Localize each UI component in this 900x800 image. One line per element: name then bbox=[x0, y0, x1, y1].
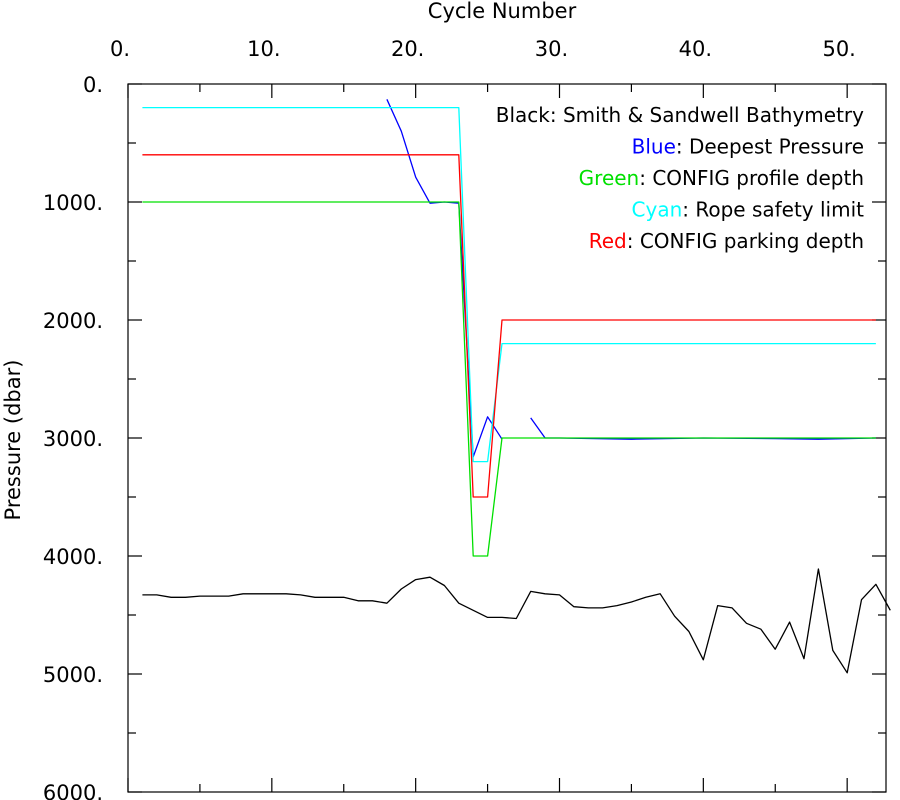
legend-description: : CONFIG parking depth bbox=[627, 229, 864, 253]
legend: Black: Smith & Sandwell BathymetryBlue: … bbox=[496, 103, 864, 253]
x-axis-title: Cycle Number bbox=[428, 0, 577, 23]
series-line bbox=[386, 99, 503, 458]
legend-color-word: Black bbox=[496, 103, 551, 127]
x-tick-label: 0. bbox=[110, 37, 130, 61]
axis-ticks bbox=[127, 83, 886, 793]
legend-entry: Blue: Deepest Pressure bbox=[632, 135, 864, 159]
y-tick-label: 5000. bbox=[43, 663, 103, 687]
legend-description: : CONFIG profile depth bbox=[639, 166, 864, 190]
legend-entry: Red: CONFIG parking depth bbox=[589, 229, 864, 253]
legend-description: : Smith & Sandwell Bathymetry bbox=[550, 103, 864, 127]
y-tick-label: 2000. bbox=[43, 309, 103, 333]
series-line bbox=[142, 154, 876, 498]
y-tick-label: 1000. bbox=[43, 191, 103, 215]
x-tick-label: 40. bbox=[679, 37, 712, 61]
legend-color-word: Cyan bbox=[632, 198, 683, 222]
legend-color-word: Red bbox=[589, 229, 627, 253]
legend-entry: Green: CONFIG profile depth bbox=[579, 166, 864, 190]
series-layer bbox=[142, 99, 891, 674]
y-tick-labels: 0. 1000. 2000. 3000. 4000. 5000. 6000. bbox=[43, 73, 103, 800]
y-axis-title: Pressure (dbar) bbox=[1, 360, 25, 521]
legend-color-word: Green bbox=[579, 166, 640, 190]
legend-description: : Rope safety limit bbox=[682, 198, 864, 222]
x-tick-label: 30. bbox=[535, 37, 568, 61]
series-line bbox=[530, 417, 876, 440]
legend-entry: Black: Smith & Sandwell Bathymetry bbox=[496, 103, 864, 127]
legend-entry: Cyan: Rope safety limit bbox=[632, 198, 865, 222]
x-tick-label: 50. bbox=[822, 37, 855, 61]
y-tick-label: 3000. bbox=[43, 427, 103, 451]
y-tick-label: 0. bbox=[83, 73, 103, 97]
x-tick-label: 10. bbox=[247, 37, 280, 61]
x-tick-labels: 0. 10. 20. 30. 40. 50. bbox=[110, 37, 856, 61]
legend-description: : Deepest Pressure bbox=[676, 135, 864, 159]
x-tick-label: 20. bbox=[391, 37, 424, 61]
y-tick-label: 6000. bbox=[43, 781, 103, 800]
y-tick-label: 4000. bbox=[43, 545, 103, 569]
series-line bbox=[142, 201, 876, 557]
series-line bbox=[142, 568, 891, 674]
legend-color-word: Blue bbox=[632, 135, 676, 159]
series-line bbox=[142, 106, 876, 463]
